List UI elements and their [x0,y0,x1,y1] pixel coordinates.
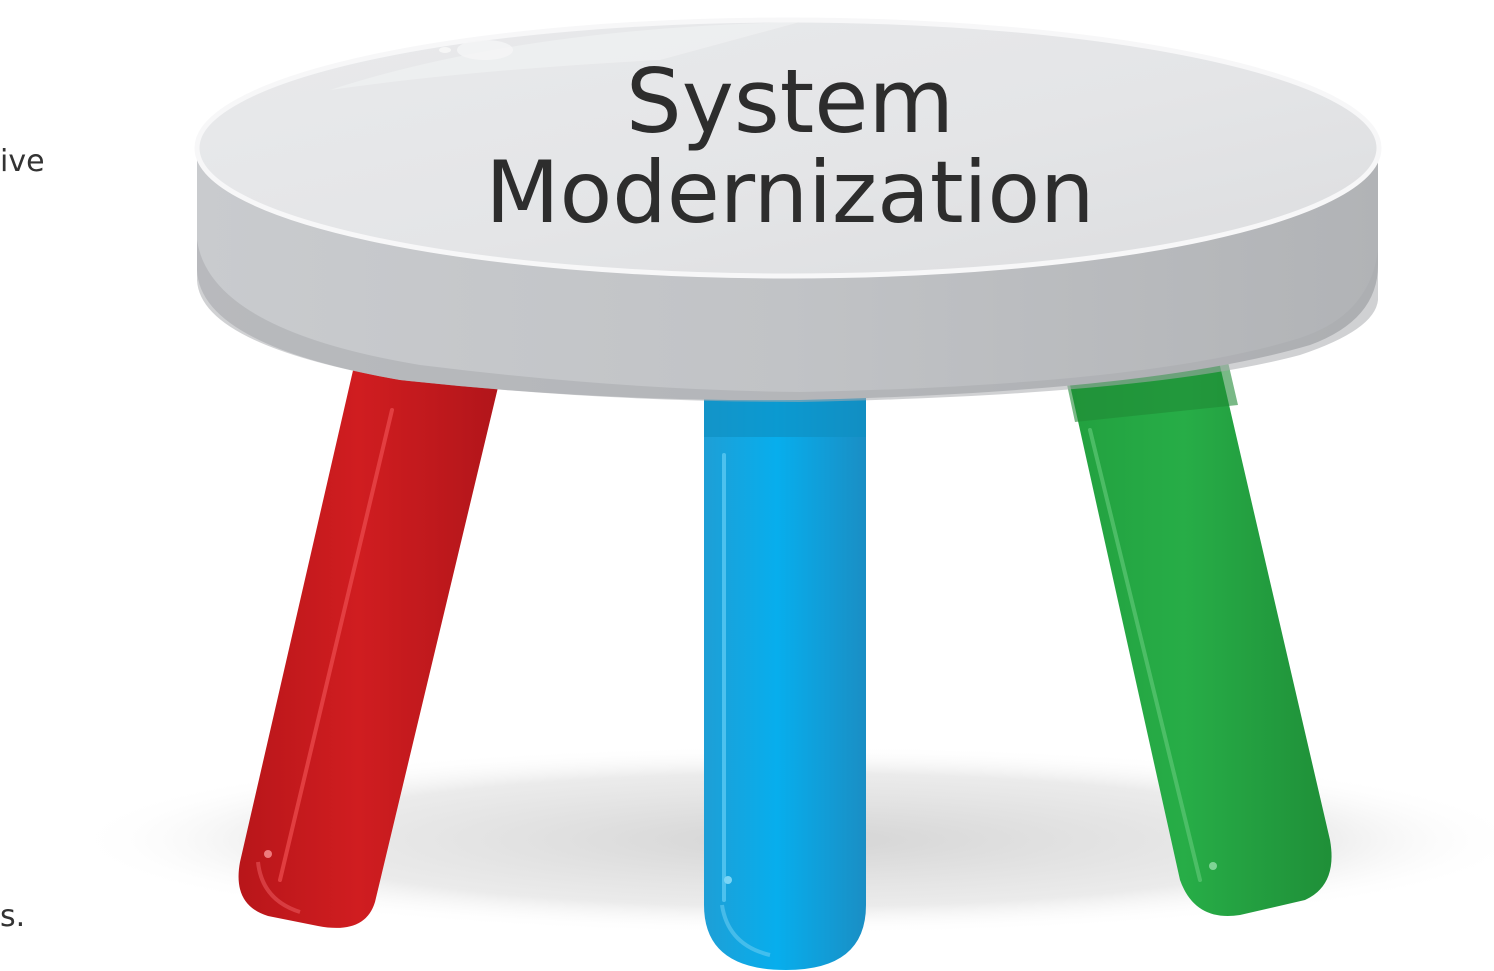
seat-title-line2: Modernization [485,143,1094,243]
leg-left-red [238,340,505,928]
clipped-text-upper: ive [0,144,45,179]
seat-top [197,20,1379,276]
seat-title-line1: System [626,50,954,153]
leg-middle-blue [704,370,866,970]
clipped-text-lower: s. [0,899,26,934]
